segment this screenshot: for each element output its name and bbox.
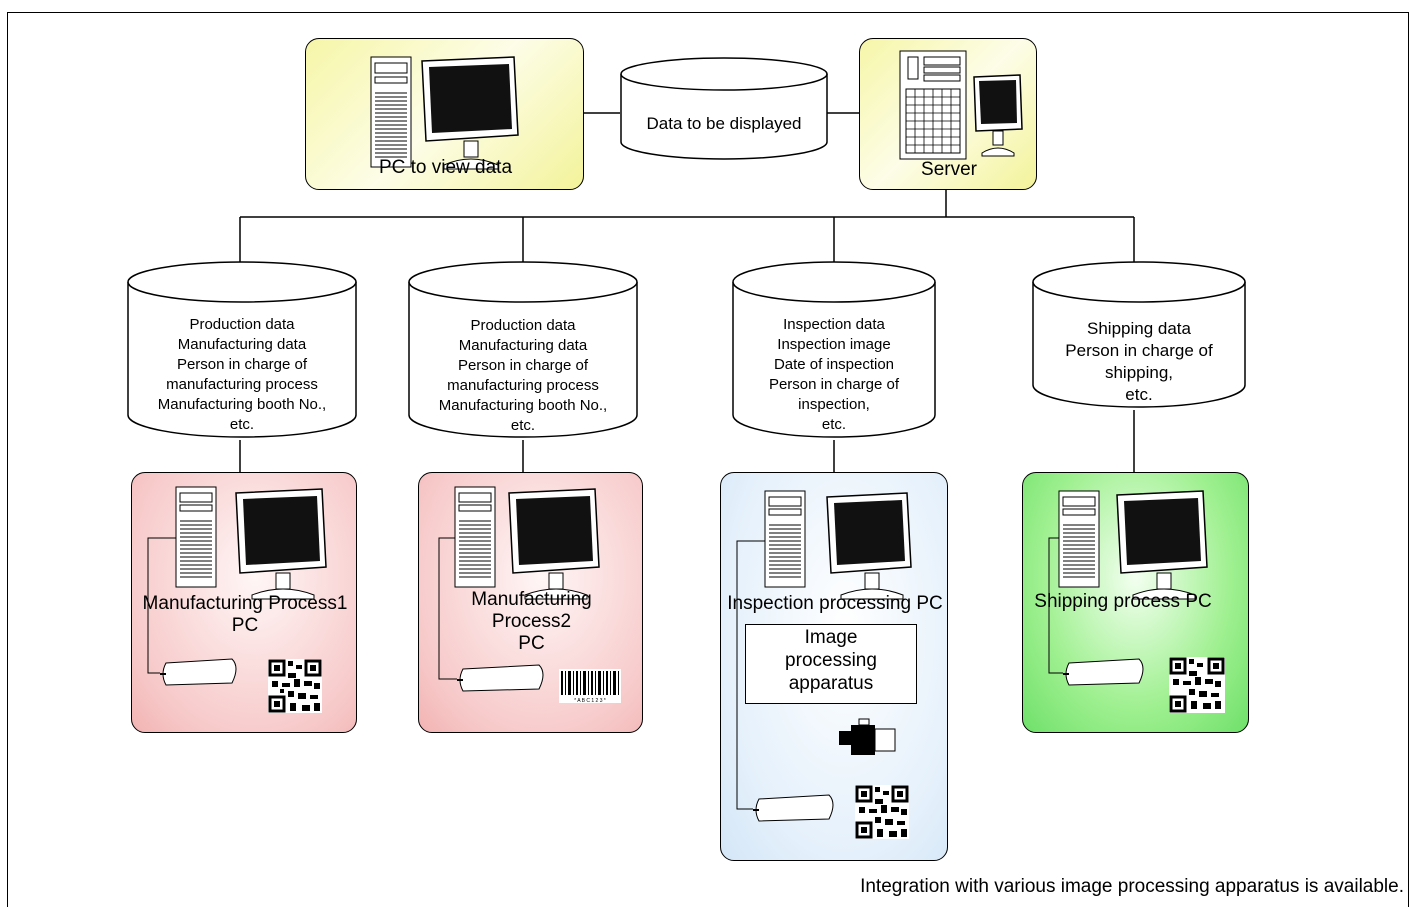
qr-code-icon [268,659,322,713]
station-1-label: Manufacturing Process1 PC [142,593,348,636]
server-box: Server [859,38,1037,190]
station-3-label: Inspection processing PC [727,593,943,614]
station-2-equipment: * A B C 1 2 3 * [438,486,621,704]
barcode-scanner-icon [1065,658,1144,686]
station-inspection: Inspection processing PC Image processin… [720,472,948,861]
view-pc-box: PC to view data [305,38,584,190]
image-processing-label: Image processing apparatus [785,627,877,694]
database-cylinder-3 [732,261,936,438]
database-cylinder-4 [1032,261,1246,408]
qr-code-icon [855,785,909,839]
footer-note: Integration with various image processin… [860,876,1404,897]
pc-tower-icon [764,490,806,588]
station-manufacturing-1: Manufacturing Process1 PC [131,472,357,733]
barcode-scanner-icon [755,794,834,822]
database-1-text: Production data Manufacturing data Perso… [157,316,327,433]
image-processing-apparatus: Image processing apparatus [745,624,917,704]
barcode-icon [559,669,621,703]
diagram-frame [7,12,1409,907]
pc-tower-icon [1058,490,1100,588]
database-2-text: Production data Manufacturing data Perso… [438,317,608,434]
display-database-label: Data to be displayed [646,114,802,133]
camera-icon [839,718,896,755]
database-3-text: Inspection data Inspection image Date of… [768,316,900,433]
barcode-text: * A B C 1 2 3 * [574,698,606,704]
display-database-cylinder [620,57,828,160]
server-label: Server [921,159,977,180]
server-icon [899,50,1023,160]
qr-code-icon [1169,657,1225,713]
database-4-text: Shipping data Person in charge of shippi… [1065,319,1213,405]
view-pc-label: PC to view data [378,157,513,178]
barcode-scanner-icon [162,658,237,686]
station-4-label: Shipping process PC [1034,591,1212,612]
station-manufacturing-2: * A B C 1 2 3 * Manufacturing Process2 P… [418,472,643,733]
station-shipping: Shipping process PC [1022,472,1249,733]
station-3-equipment [736,490,912,839]
desktop-computer-icon [370,56,519,170]
station-4-equipment [1048,490,1225,713]
station-2-label: Manufacturing Process2 PC [471,589,592,654]
database-cylinder-2 [408,261,638,438]
database-cylinder-1 [127,261,357,438]
station-1-equipment [147,486,327,713]
barcode-scanner-icon [459,664,544,692]
